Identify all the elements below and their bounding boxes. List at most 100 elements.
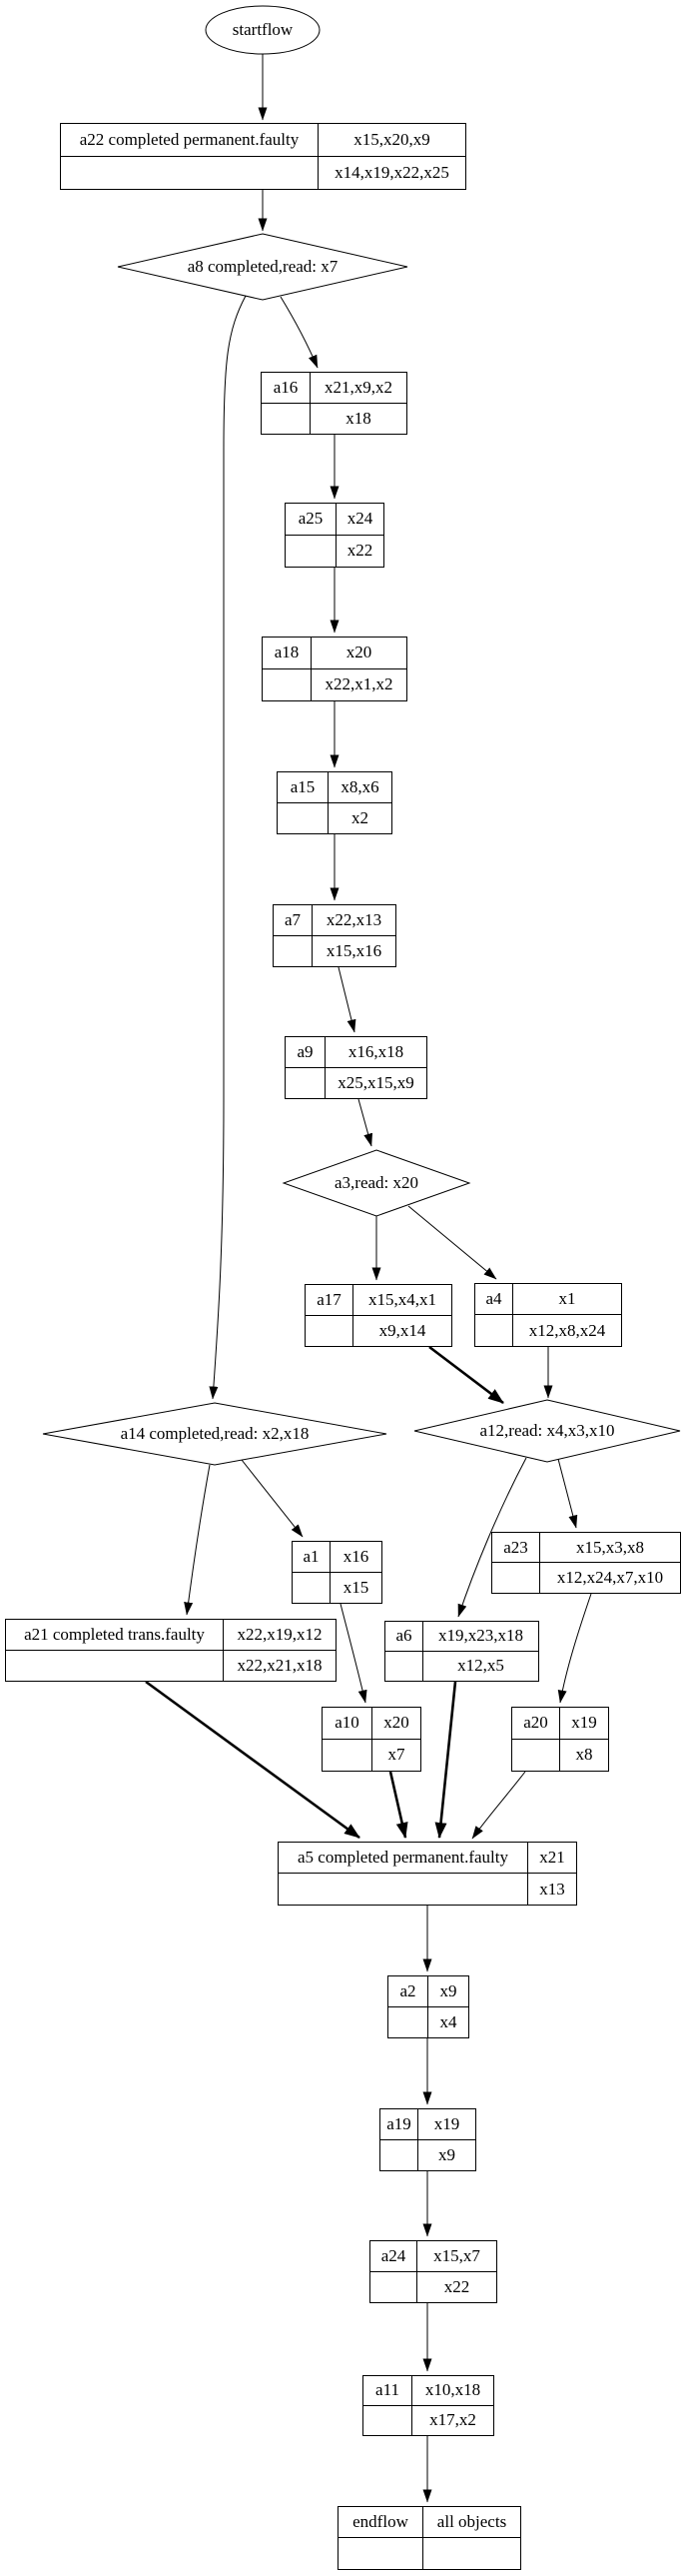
node-a5-title-empty	[279, 1874, 528, 1905]
edge-a8-to-a16	[280, 296, 319, 369]
edge-a7-to-a9	[338, 966, 356, 1033]
node-a17-vars-row2: x9,x14	[378, 1320, 426, 1340]
edge-a12-to-a6	[457, 1457, 527, 1618]
node-a11-vars-row1: x10,x18	[412, 2376, 493, 2406]
node-a16-vars-row1: x21,x9,x2	[311, 373, 406, 404]
node-a24-title-empty	[370, 2271, 417, 2302]
node-a21-vars-row2: x22,x21,x18	[237, 1655, 323, 1675]
node-a6-vars-row1: x19,x23,x18	[423, 1622, 538, 1652]
node-a1-title-empty	[293, 1572, 331, 1603]
edge-a9-to-a3	[357, 1098, 373, 1147]
node-a4-title-empty	[475, 1315, 513, 1346]
node-a18-title: a18	[263, 638, 312, 669]
node-a7-vars-row1: x22,x13	[313, 905, 395, 936]
node-a18-title-empty	[263, 668, 312, 700]
node-a25-title-empty	[286, 535, 337, 567]
node-a21-title-empty	[6, 1650, 224, 1681]
node-a6-title: a6	[385, 1622, 423, 1652]
node-a5-vars-row1: x21	[528, 1843, 576, 1874]
node-a15-vars-row2: x2	[351, 807, 368, 827]
node-a22-title: a22 completed permanent.faulty	[61, 124, 319, 157]
node-a7-title: a7	[274, 905, 313, 936]
node-a18-vars-row1: x20	[312, 638, 406, 669]
node-a16-title: a16	[262, 373, 311, 404]
node-a23-vars-row2: x12,x24,x7,x10	[556, 1568, 664, 1587]
node-a23-title-empty	[492, 1563, 540, 1593]
node-a4-vars-row2: x12,x8,x24	[528, 1320, 606, 1340]
node-a23-title: a23	[492, 1533, 540, 1563]
node-a11-title-empty	[363, 2405, 412, 2435]
node-a9-title-empty	[286, 1067, 326, 1098]
node-a18-vars-row2: x22,x1,x2	[325, 674, 393, 694]
node-a1-title: a1	[293, 1542, 331, 1573]
node-a24-vars-row1: x15,x7	[417, 2241, 496, 2272]
edge-a3-to-a4	[407, 1205, 497, 1280]
node-a11-vars-row2: x17,x2	[429, 2410, 476, 2430]
node-a2-vars-row1: x9	[428, 1976, 468, 2007]
node-a19-vars-row2: x9	[438, 2144, 455, 2164]
edge-a1-to-a10	[340, 1603, 367, 1704]
node-a25-vars-row2: x22	[346, 541, 373, 561]
edge-a23-to-a20	[557, 1593, 592, 1704]
node-a17-vars-row1: x15,x4,x1	[353, 1285, 451, 1316]
node-a17-title: a17	[306, 1285, 353, 1316]
node-a4-title: a4	[475, 1284, 513, 1315]
node-a10-vars-row1: x20	[372, 1708, 420, 1740]
node-a21-title: a21 completed trans.faulty	[6, 1620, 224, 1651]
node-a20-vars-row2: x8	[575, 1745, 593, 1765]
node-a9-vars-row1: x16,x18	[326, 1037, 426, 1068]
node-endflow-vars-row1: all objects	[423, 2507, 520, 2538]
node-a6-title-empty	[385, 1651, 423, 1681]
node-a11-title: a11	[363, 2376, 412, 2406]
node-a15-vars-row1: x8,x6	[329, 772, 391, 803]
node-endflow-title: endflow	[339, 2507, 423, 2538]
node-a2-title-empty	[388, 2006, 428, 2037]
node-a7-title-empty	[274, 935, 313, 966]
node-a19-vars-row1: x19	[418, 2109, 475, 2140]
node-a19-title: a19	[380, 2109, 418, 2140]
node-a20-vars-row1: x19	[560, 1708, 608, 1740]
edge-a10-to-a5	[388, 1771, 408, 1839]
node-a25-vars-row1: x24	[337, 504, 383, 536]
node-a16-vars-row2: x18	[345, 408, 371, 428]
node-a12-shape	[413, 1399, 681, 1463]
node-a10-vars-row2: x7	[387, 1745, 405, 1765]
edge-a21-to-a5	[145, 1680, 360, 1840]
node-a3-shape	[282, 1149, 471, 1217]
node-a22-vars-row2: x14,x19,x22,x25	[335, 162, 449, 182]
node-a5-title: a5 completed permanent.faulty	[279, 1843, 528, 1874]
node-a2-title: a2	[388, 1976, 428, 2007]
node-a2-vars-row2: x4	[439, 2011, 457, 2031]
edge-a6-to-a5	[434, 1681, 457, 1839]
node-a25-title: a25	[286, 504, 337, 536]
node-a7-vars-row2: x15,x16	[326, 940, 382, 960]
node-endflow-vars-row2	[423, 2538, 520, 2569]
node-a14-shape	[42, 1402, 387, 1466]
node-a1-vars-row2: x15	[342, 1577, 369, 1597]
edge-a20-to-a5	[471, 1771, 526, 1840]
node-startflow-shape	[205, 5, 321, 55]
node-a22-title-empty	[61, 156, 319, 189]
node-endflow-title-empty	[339, 2538, 423, 2569]
edge-a14-to-a1	[241, 1459, 304, 1538]
node-a24-title: a24	[370, 2241, 417, 2272]
node-a23-vars-row1: x15,x3,x8	[540, 1533, 680, 1563]
node-a10-title: a10	[323, 1708, 372, 1740]
